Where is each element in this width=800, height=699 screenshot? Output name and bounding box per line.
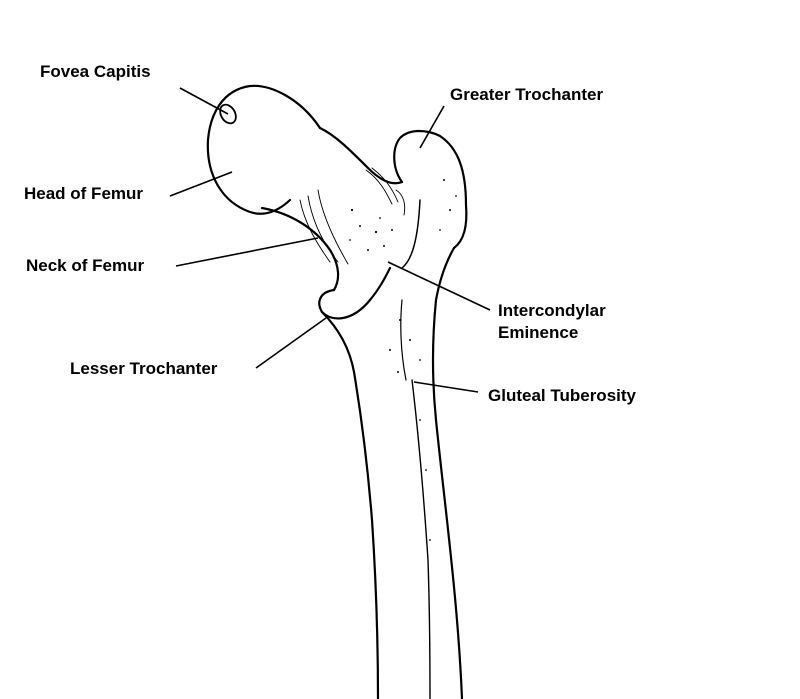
label-head-of-femur: Head of Femur (24, 184, 144, 203)
shaft-inner-line (400, 299, 407, 381)
leader-neck (175, 237, 319, 267)
leader-intercondylar (387, 261, 491, 311)
leader-head (169, 171, 233, 197)
trochanter-inner-line (401, 199, 421, 269)
leader-fovea (179, 87, 229, 115)
leader-gluteal (413, 381, 479, 393)
leader-lines (169, 87, 491, 393)
label-intercondylar-line2: Eminence (498, 323, 579, 342)
fovea-pit (219, 103, 237, 125)
gluteal-ridge-line (411, 379, 431, 699)
label-greater-trochanter: Greater Trochanter (450, 85, 604, 104)
medial-border (320, 310, 380, 699)
femoral-head-outline (206, 84, 322, 215)
lesser-trochanter-outline (318, 266, 392, 320)
lateral-border (431, 246, 464, 699)
femoral-neck-inferior-edge (260, 206, 340, 292)
label-intercondylar-line1: Intercondylar (498, 301, 606, 320)
neck-hatching (299, 167, 406, 265)
label-intercondylar-eminence: Intercondylar Eminence (498, 300, 606, 344)
leader-lesser (255, 317, 327, 369)
label-fovea-capitis: Fovea Capitis (40, 62, 151, 81)
label-neck-of-femur: Neck of Femur (26, 256, 145, 275)
stipple-dots (349, 179, 457, 541)
leader-greater (419, 105, 445, 149)
greater-trochanter-outline (393, 129, 468, 250)
label-gluteal-tuberosity: Gluteal Tuberosity (488, 386, 636, 405)
femoral-neck-superior-edge (318, 126, 404, 185)
label-lesser-trochanter: Lesser Trochanter (70, 359, 218, 378)
